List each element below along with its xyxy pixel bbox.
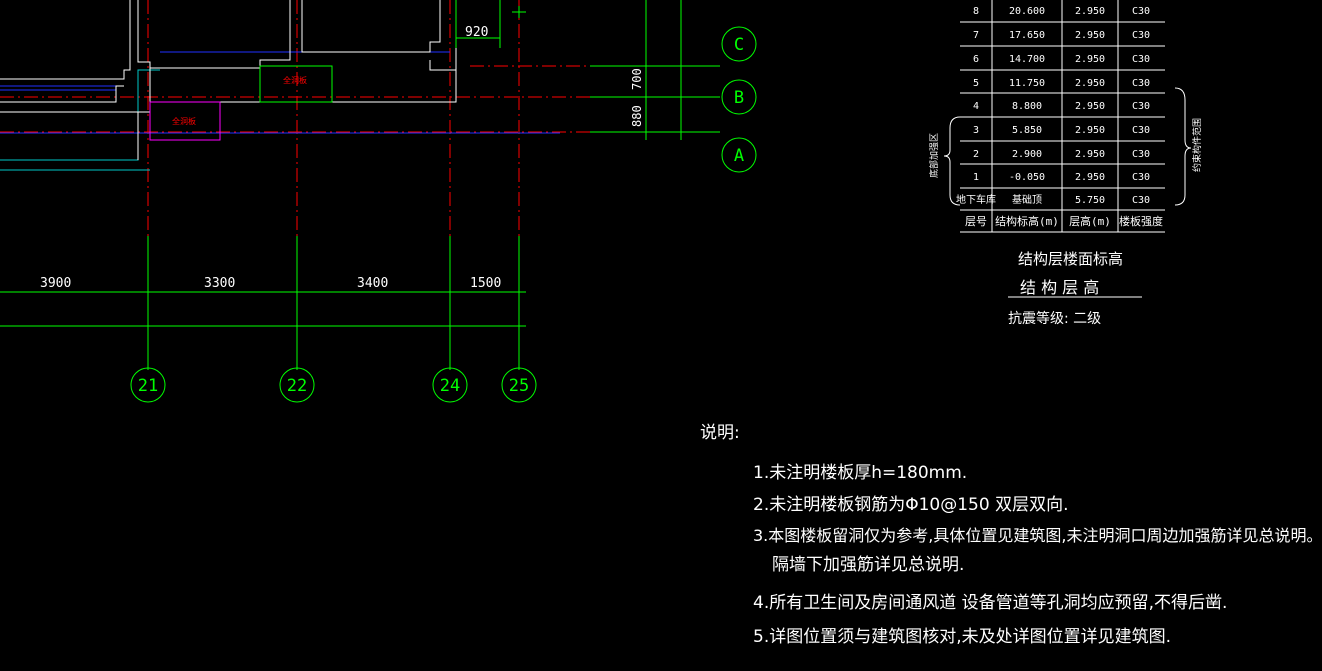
table-cell-elev: 2.900 <box>1012 149 1042 160</box>
span-dims: 3900 3300 3400 1500 920 <box>40 25 501 291</box>
table-cell-grade: C30 <box>1132 101 1150 112</box>
table-cell-floor: 1 <box>973 172 979 183</box>
axis-bubbles <box>130 26 757 403</box>
axis-label-22: 22 <box>287 376 307 396</box>
table-cell-elev: 17.650 <box>1009 30 1045 41</box>
span-dim-2: 3300 <box>204 276 235 291</box>
beam-lines <box>0 51 560 134</box>
note-item-3-cont: 隔墙下加强筋详见总说明. <box>772 555 965 575</box>
axis-label-21: 21 <box>138 376 158 396</box>
axis-label-C: C <box>734 35 744 55</box>
notes-title: 说明: <box>700 423 740 443</box>
grid-lines <box>0 0 720 236</box>
table-cell-height: 2.950 <box>1075 101 1105 112</box>
table-cell-floor: 地下车库 <box>956 193 996 206</box>
span-dim-1: 3900 <box>40 276 71 291</box>
wall-outline <box>0 0 457 160</box>
side-dim-1: 700 <box>630 68 644 90</box>
axis-label-A: A <box>734 146 744 166</box>
table-cell-grade: C30 <box>1132 195 1150 206</box>
slab-edge <box>0 69 160 171</box>
table-cell-elev: -0.050 <box>1009 172 1045 183</box>
table-cell-height: 2.950 <box>1075 125 1105 136</box>
table-cell-height: 2.950 <box>1075 54 1105 65</box>
table-cell-floor: 7 <box>973 30 979 41</box>
table-cell-height: 2.950 <box>1075 149 1105 160</box>
note-item-3: 3.本图楼板留洞仅为参考,具体位置见建筑图,未注明洞口周边加强筋详见总说明。 <box>753 526 1322 545</box>
table-cell-floor: 8 <box>973 6 979 17</box>
table-header-height: 层高(m) <box>1069 214 1111 228</box>
table-cell-floor: 2 <box>973 149 979 160</box>
table-braces <box>943 87 1192 206</box>
top-dim: 920 <box>465 25 488 40</box>
table-cell-grade: C30 <box>1132 78 1150 89</box>
table-header-grade: 楼板强度 <box>1119 214 1163 228</box>
seismic-grade: 抗震等级: 二级 <box>1008 311 1102 327</box>
table-cell-elev: 11.750 <box>1009 78 1045 89</box>
cad-drawing: 全洞板 全洞板 3900 3300 3400 1500 920 700 880 <box>0 0 1203 403</box>
span-dim-3: 3400 <box>357 276 388 291</box>
table-header-elev: 结构标高(m) <box>995 214 1059 228</box>
opening-label-2: 全洞板 <box>172 116 196 126</box>
opening-boxes <box>149 65 333 141</box>
table-cell-floor: 6 <box>973 54 979 65</box>
table-cell-floor: 4 <box>973 101 979 112</box>
axis-label-25: 25 <box>509 376 529 396</box>
opening-label-1: 全洞板 <box>283 75 307 85</box>
table-cell-floor: 3 <box>973 125 979 136</box>
table-cell-elev: 20.600 <box>1009 6 1045 17</box>
table-cell-height: 2.950 <box>1075 6 1105 17</box>
note-item-5: 5.详图位置须与建筑图核对,未及处详图位置详见建筑图. <box>753 627 1172 647</box>
table-cell-elev: 8.800 <box>1012 101 1042 112</box>
axis-label-24: 24 <box>440 376 460 396</box>
side-dim-2: 880 <box>630 105 644 127</box>
left-brace-label: 底部加强区 <box>928 133 940 178</box>
table-cell-elev: 基础顶 <box>1012 193 1042 206</box>
span-dim-4: 1500 <box>470 276 501 291</box>
table-header-floor: 层号 <box>965 215 987 228</box>
note-item-1: 1.未注明楼板厚h=180mm. <box>753 463 968 483</box>
table-cell-grade: C30 <box>1132 125 1150 136</box>
axis-lines <box>0 0 720 370</box>
table-cell-height: 5.750 <box>1075 195 1105 206</box>
table-cell-grade: C30 <box>1132 172 1150 183</box>
table-cell-elev: 5.850 <box>1012 125 1042 136</box>
note-item-4: 4.所有卫生间及房间通风道 设备管道等孔洞均应预留,不得后凿. <box>753 593 1228 613</box>
floor-table-lines <box>960 0 1165 298</box>
table-cell-elev: 14.700 <box>1009 54 1045 65</box>
table-cell-height: 2.950 <box>1075 30 1105 41</box>
axis-label-B: B <box>734 88 744 108</box>
table-cell-grade: C30 <box>1132 54 1150 65</box>
table-cell-grade: C30 <box>1132 6 1150 17</box>
table-cell-floor: 5 <box>973 78 979 89</box>
table-cell-height: 2.950 <box>1075 172 1105 183</box>
table-cell-grade: C30 <box>1132 30 1150 41</box>
table-cell-grade: C30 <box>1132 149 1150 160</box>
right-brace-label: 约束构件范围 <box>1191 118 1203 172</box>
note-item-2: 2.未注明楼板钢筋为Φ10@150 双层双向. <box>753 495 1069 515</box>
table-cell-height: 2.950 <box>1075 78 1105 89</box>
table-title: 结构层楼面标高 <box>1018 250 1124 268</box>
table-subtitle: 结 构 层 高 <box>1020 278 1100 297</box>
